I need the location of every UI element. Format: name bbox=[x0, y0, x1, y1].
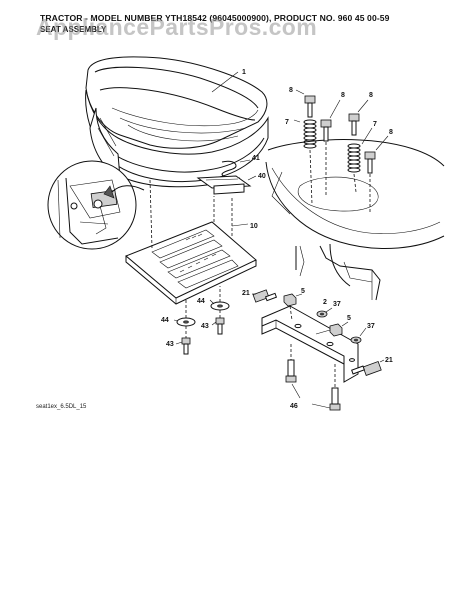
bolt-part-43-upper[interactable] bbox=[215, 310, 225, 335]
callout-10: 10 bbox=[250, 223, 258, 230]
callout-5: 5 bbox=[301, 288, 305, 295]
callout-8: 8 bbox=[289, 87, 293, 94]
callout-41: 41 bbox=[252, 155, 260, 162]
callout-leaders bbox=[173, 299, 217, 345]
callout-7: 7 bbox=[373, 121, 377, 128]
seat-pan-part-10[interactable] bbox=[125, 179, 257, 305]
bolt-part-8-b[interactable] bbox=[320, 99, 341, 196]
washer-part-37-lower[interactable] bbox=[350, 327, 367, 344]
latch-part-40[interactable] bbox=[196, 175, 257, 195]
spring-part-7-left[interactable] bbox=[293, 119, 317, 149]
seat-part[interactable] bbox=[85, 56, 269, 188]
bolt-part-8-d[interactable] bbox=[364, 135, 389, 212]
callout-8: 8 bbox=[341, 92, 345, 99]
callout-8: 8 bbox=[389, 129, 393, 136]
callout-37: 37 bbox=[367, 323, 375, 330]
callout-44: 44 bbox=[197, 298, 205, 305]
callout-40: 40 bbox=[258, 173, 266, 180]
figure-code: seat1ex_6.5DL_15 bbox=[36, 404, 87, 410]
callout-43: 43 bbox=[201, 323, 209, 330]
callout-21: 21 bbox=[385, 357, 393, 364]
callout-44: 44 bbox=[161, 317, 169, 324]
bracket-part-2[interactable] bbox=[261, 305, 359, 383]
callout-43: 43 bbox=[166, 341, 174, 348]
bolt-part-46-right[interactable] bbox=[311, 364, 341, 411]
callout-46: 46 bbox=[290, 403, 298, 410]
fender-outline bbox=[265, 139, 445, 301]
washer-part-37-upper[interactable] bbox=[316, 307, 333, 318]
callout-8: 8 bbox=[369, 92, 373, 99]
bolt-part-46-left[interactable] bbox=[285, 344, 301, 399]
washer-part-44-lower[interactable] bbox=[176, 298, 196, 327]
bolt-part-8-c[interactable] bbox=[348, 99, 369, 193]
nut-part-5-upper[interactable] bbox=[283, 293, 303, 321]
callout-7: 7 bbox=[285, 119, 289, 126]
callout-labels: 1 2 5 5 7 7 8 8 8 8 10 21 21 37 37 40 41… bbox=[161, 69, 393, 410]
diagram-header-title: TRACTOR - MODEL NUMBER YTH18542 (9604500… bbox=[40, 13, 390, 23]
bolt-part-8-a[interactable] bbox=[295, 89, 316, 118]
shoulder-bolt-part-21-right[interactable] bbox=[351, 359, 385, 376]
shoulder-bolt-part-21-left[interactable] bbox=[252, 289, 278, 303]
washer-part-44-upper[interactable] bbox=[210, 286, 230, 311]
diagram-header-subtitle: SEAT ASSEMBLY bbox=[40, 25, 107, 34]
callout-1: 1 bbox=[242, 69, 246, 76]
callout-37: 37 bbox=[333, 301, 341, 308]
callout-2: 2 bbox=[323, 299, 327, 306]
callout-5: 5 bbox=[347, 315, 351, 322]
bolt-part-43-lower[interactable] bbox=[181, 326, 191, 355]
nut-part-5-lower[interactable] bbox=[329, 321, 349, 337]
spring-part-7-right[interactable] bbox=[347, 127, 373, 173]
leader-line bbox=[309, 149, 313, 205]
detail-inset bbox=[47, 160, 145, 250]
callout-21: 21 bbox=[242, 290, 250, 297]
